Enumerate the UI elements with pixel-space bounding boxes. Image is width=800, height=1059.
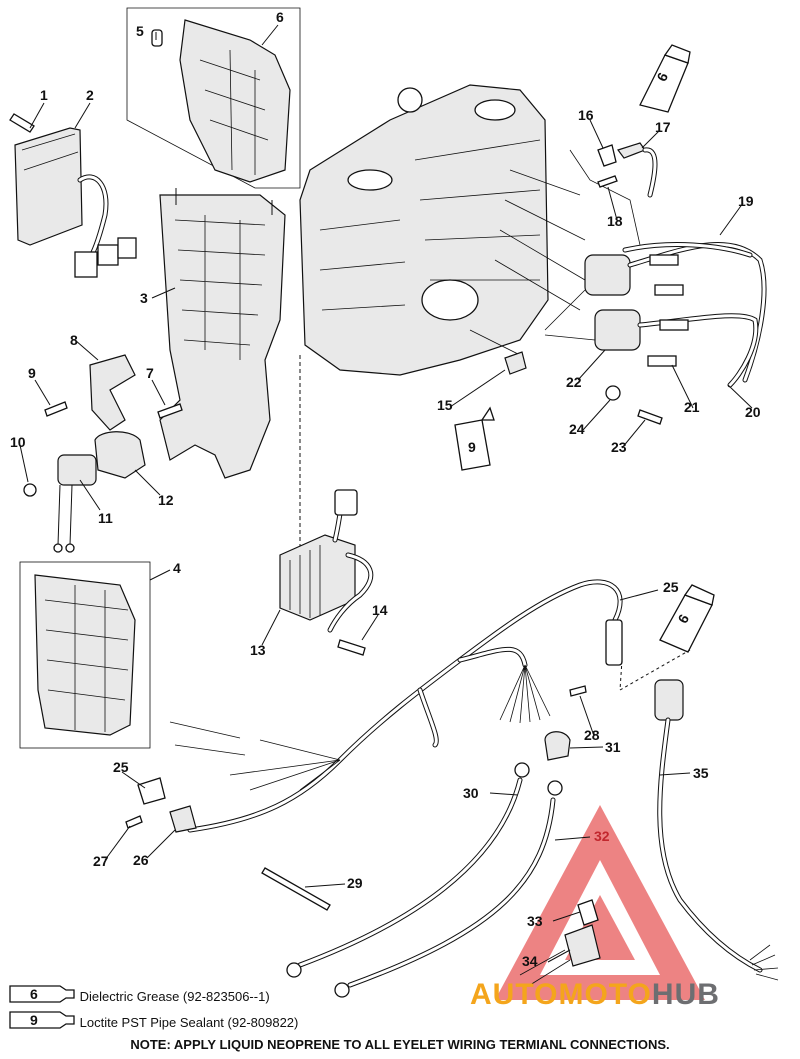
screw-part-23 <box>637 409 663 425</box>
rectifier-part-13 <box>279 489 374 633</box>
callout-labels: 1 2 3 4 5 6 7 8 9 10 11 12 13 14 15 16 1… <box>10 9 761 969</box>
screw-part-18 <box>597 175 618 188</box>
sensor-part-17 <box>617 142 646 159</box>
inset-box-left <box>19 561 151 749</box>
battery-cable-part-32 <box>334 780 563 998</box>
callout-19: 19 <box>738 193 754 209</box>
callout-32: 32 <box>594 828 610 844</box>
callout-13: 13 <box>250 642 266 658</box>
plug-part-26 <box>169 805 197 833</box>
tube-label-9: 9 <box>468 439 476 455</box>
callout-7: 7 <box>146 365 154 381</box>
callout-8: 8 <box>70 332 78 348</box>
callout-20: 20 <box>745 404 761 420</box>
clip-part-16 <box>597 144 617 167</box>
callout-28: 28 <box>584 727 600 743</box>
screw-part-28 <box>569 685 587 697</box>
callout-25a: 25 <box>663 579 679 595</box>
bracket-part-6 <box>179 19 291 183</box>
wire-harness-part-25 <box>169 579 623 833</box>
callout-18: 18 <box>607 213 623 229</box>
washer-part-24 <box>605 385 621 401</box>
legend-text-sealant: Loctite PST Pipe Sealant (92-809822) <box>79 1014 299 1030</box>
callout-29: 29 <box>347 875 363 891</box>
callout-10: 10 <box>10 434 26 450</box>
callout-9: 9 <box>28 365 36 381</box>
callout-4: 4 <box>173 560 181 576</box>
legend-tube-icons: 6 9 <box>9 985 75 1029</box>
switch-box-part-2 <box>14 127 137 278</box>
screw-part-14 <box>337 639 366 656</box>
callout-2: 2 <box>86 87 94 103</box>
spark-plugs-part-21 <box>647 254 689 367</box>
legend-item-grease: Dielectric Grease (92-823506--1) <box>8 987 270 1005</box>
sealant-tube-9 <box>454 406 495 471</box>
legend-tube-code-6: 6 <box>30 986 38 1002</box>
callout-3: 3 <box>140 290 148 306</box>
watermark-text: AUTOMOTOHUB <box>470 978 720 1012</box>
bracket-part-8 <box>89 354 136 431</box>
battery-cable-part-30 <box>286 762 530 978</box>
sealant-tube-icon <box>8 1013 66 1031</box>
ignition-coils-part-22 <box>544 254 641 351</box>
fitting-part-15 <box>504 351 527 375</box>
cap-part-31 <box>544 731 571 761</box>
legend-text-grease: Dielectric Grease (92-823506--1) <box>79 988 270 1004</box>
connector-part-34 <box>564 924 601 967</box>
callout-6: 6 <box>276 9 284 25</box>
solenoid-part-11 <box>53 454 97 553</box>
callout-30: 30 <box>463 785 479 801</box>
callout-17: 17 <box>655 119 671 135</box>
cable-part-35 <box>654 679 779 981</box>
cable-tie-part-29 <box>261 867 331 911</box>
nut-part-10 <box>23 483 37 497</box>
callout-24: 24 <box>569 421 585 437</box>
screw-part-9 <box>44 401 68 417</box>
callout-31: 31 <box>605 739 621 755</box>
mounting-plate-part-3 <box>159 188 286 479</box>
callout-27: 27 <box>93 853 109 869</box>
callout-1: 1 <box>40 87 48 103</box>
screw-part-7 <box>157 403 183 419</box>
legend-item-sealant: Loctite PST Pipe Sealant (92-809822) <box>8 1013 299 1031</box>
callout-15: 15 <box>437 397 453 413</box>
boot-part-12 <box>94 431 146 479</box>
inset-box-top <box>126 7 301 189</box>
callout-22: 22 <box>566 374 582 390</box>
leader-lines <box>19 24 753 963</box>
clip-part-33 <box>577 899 599 926</box>
pin-part-5 <box>151 29 163 47</box>
note-text: NOTE: APPLY LIQUID NEOPRENE TO ALL EYELE… <box>130 1037 670 1052</box>
watermark-part1: AUTOMOTO <box>470 978 652 1011</box>
connector-part-25 <box>137 777 166 805</box>
callout-21: 21 <box>684 399 700 415</box>
legend-tube-code-9: 9 <box>30 1012 38 1028</box>
callout-34: 34 <box>522 953 538 969</box>
callout-25b: 25 <box>113 759 129 775</box>
engine-block <box>299 84 549 376</box>
callout-26: 26 <box>133 852 149 868</box>
spark-plug-wires-part-19-20 <box>622 241 767 388</box>
callout-11: 11 <box>98 510 113 526</box>
grease-tube-6-top <box>639 44 691 113</box>
callout-35: 35 <box>693 765 709 781</box>
grease-tube-icon <box>8 987 66 1005</box>
callout-33: 33 <box>527 913 543 929</box>
callout-12: 12 <box>158 492 174 508</box>
callout-5: 5 <box>136 23 144 39</box>
screw-part-27 <box>125 815 143 829</box>
callout-23: 23 <box>611 439 627 455</box>
watermark-part2: HUB <box>651 978 720 1011</box>
grease-tube-6-right <box>659 584 715 653</box>
callout-14: 14 <box>372 602 388 618</box>
screw-part-1 <box>9 113 35 133</box>
callout-16: 16 <box>578 107 594 123</box>
